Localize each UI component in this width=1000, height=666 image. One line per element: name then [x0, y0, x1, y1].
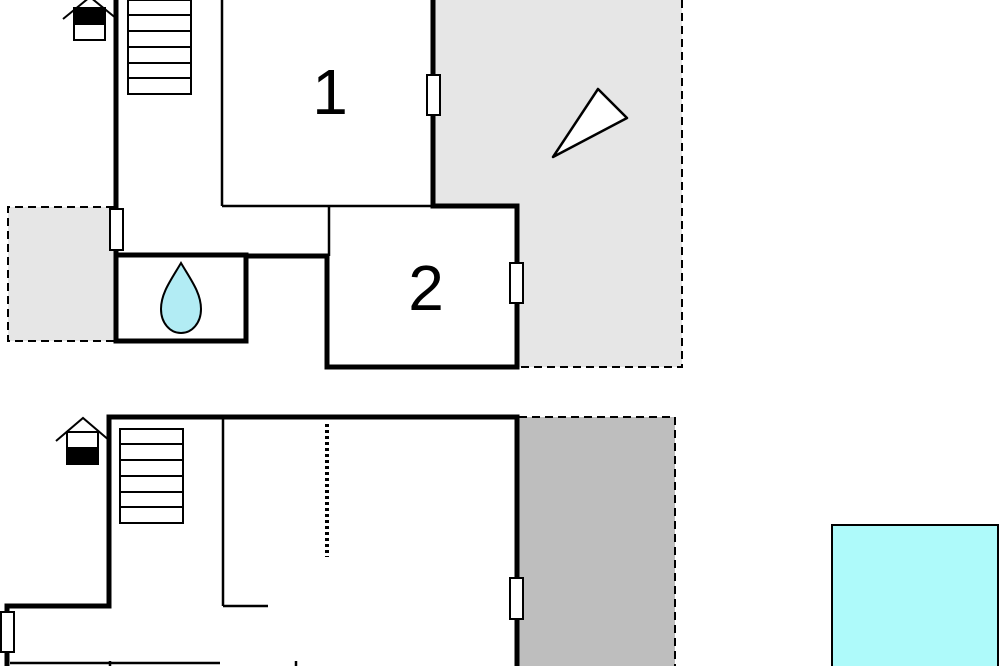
pool	[831, 524, 999, 666]
room-label-1: 1	[312, 56, 348, 128]
stairs-icon	[119, 428, 184, 524]
lower-interior-walls	[10, 419, 298, 666]
window-icon	[426, 74, 441, 116]
lower-floor	[0, 414, 999, 666]
north-arrow-icon	[551, 87, 629, 159]
window-icon	[0, 611, 15, 653]
lower-walls	[4, 414, 520, 666]
house-icon	[55, 416, 111, 465]
upper-terrace-right-border	[520, 0, 683, 368]
upper-terrace-left-border	[7, 206, 114, 342]
lower-terrace	[519, 417, 675, 666]
upper-floor: 1 2	[7, 0, 683, 370]
upper-terrace-left	[8, 207, 114, 341]
upper-interior-walls	[220, 0, 433, 256]
upper-walls	[113, 0, 520, 370]
upper-terrace-right	[435, 0, 682, 367]
stairs-icon	[127, 0, 192, 95]
window-icon	[109, 208, 124, 251]
lower-terrace-border	[519, 416, 676, 666]
window-icon	[509, 262, 524, 304]
room-label-2: 2	[408, 252, 444, 324]
water-drop-icon	[159, 261, 203, 335]
window-icon	[509, 577, 524, 620]
house-icon	[62, 0, 118, 41]
